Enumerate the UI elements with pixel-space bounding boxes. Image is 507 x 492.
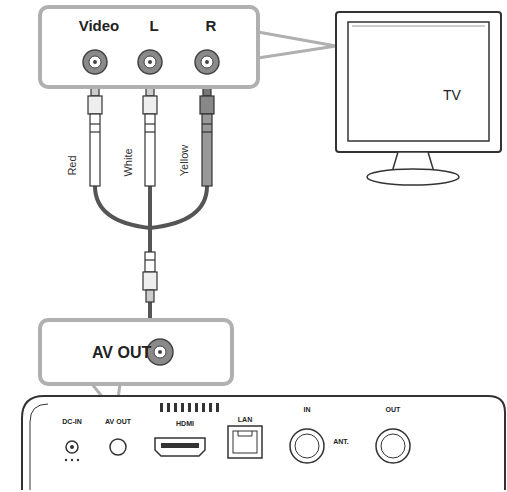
node-label: AV OUT xyxy=(92,345,151,361)
cable-color-label: Red xyxy=(67,154,78,176)
port-label: ANT. xyxy=(333,438,349,445)
rca-cable xyxy=(95,186,207,228)
tv-screen: TV xyxy=(348,22,489,141)
port-label: HDMI xyxy=(176,420,194,427)
rca-jacks xyxy=(83,50,219,74)
device-body: DC-IN AV OUT HDMI LAN IN ANT. OUT xyxy=(22,396,505,490)
tv-set xyxy=(336,12,501,185)
node-label: L xyxy=(149,18,158,33)
port-label: AV OUT xyxy=(105,418,131,425)
port-label: LAN xyxy=(238,416,252,423)
node-label: TV xyxy=(443,88,461,102)
cable-color-label: White xyxy=(123,147,134,177)
port-label: DC-IN xyxy=(62,418,81,425)
node-label: Video xyxy=(79,18,120,33)
jack-callout: Video L R xyxy=(38,5,260,89)
port-label: OUT xyxy=(386,406,401,413)
node-label: R xyxy=(206,18,217,33)
rca-plugs xyxy=(88,86,214,186)
av-out-callout: AV OUT xyxy=(38,318,234,386)
port-label: IN xyxy=(304,406,311,413)
av-plug xyxy=(143,252,157,302)
cable-color-label: Yellow xyxy=(180,143,191,176)
set-top-box xyxy=(22,396,505,490)
callout-tail xyxy=(258,32,336,58)
